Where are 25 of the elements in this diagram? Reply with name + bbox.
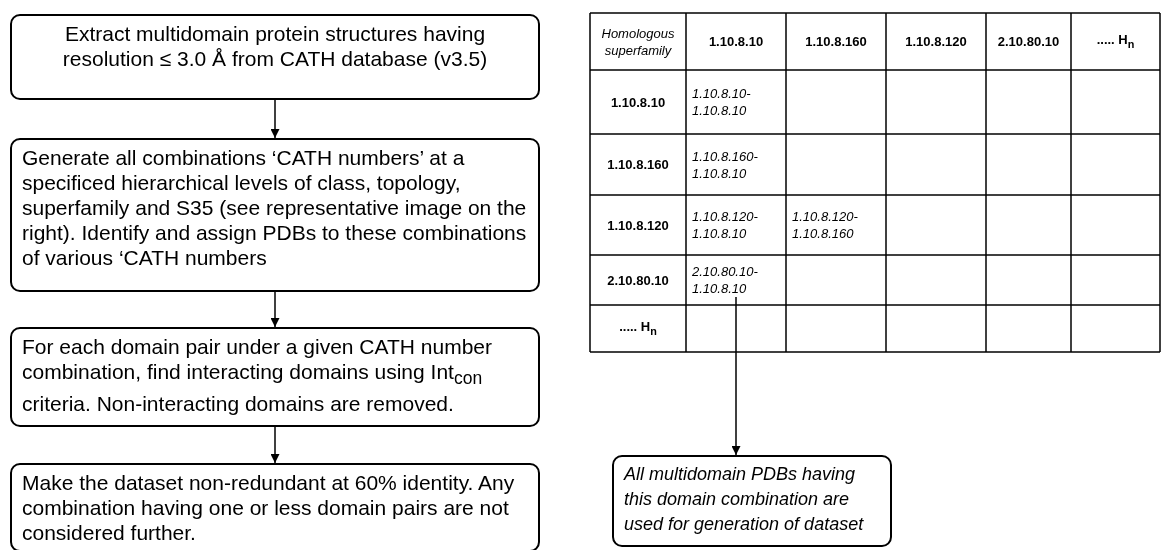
process-box: All multidomain PDBs having this domain combination are used for generation of dataset bbox=[612, 455, 892, 547]
column-header: 2.10.80.10 bbox=[996, 33, 1061, 50]
column-header: ..... H$_{n}$ bbox=[1095, 30, 1136, 52]
arrow bbox=[270, 426, 280, 464]
column-header: 1.10.8.160 bbox=[804, 33, 868, 50]
arrow bbox=[270, 291, 280, 328]
row-header: 1.10.8.120 bbox=[606, 216, 670, 234]
table-entry: 1.10.8.10- 1.10.8.10 bbox=[691, 85, 752, 119]
process-box: Extract multidomain protein structures having resolution ≤ 3.0 Å from CATH database (v3.5) bbox=[10, 14, 540, 100]
arrow bbox=[270, 99, 280, 139]
row-header: 2.10.80.10 bbox=[606, 271, 670, 289]
table-entry: 1.10.8.120- 1.10.8.10 bbox=[691, 208, 759, 242]
process-box: Generate all combinations ‘CATH numbers’ at a specificed hierarchical levels of class, topology, superfamily and S35 (see representative image on the right). Identify and assign PDBs to these combinations of various ‘CATH numbers bbox=[10, 138, 540, 292]
table-entry: 1.10.8.120- 1.10.8.160 bbox=[791, 208, 859, 242]
row-header: 1.10.8.10 bbox=[609, 93, 667, 111]
process-box: Make the dataset non-redundant at 60% identity. Any combination having one or less domain pairs are not considered further. bbox=[10, 463, 540, 550]
column-header: 1.10.8.10 bbox=[707, 33, 765, 50]
row-header: 1.10.8.160 bbox=[606, 156, 670, 173]
arrow bbox=[731, 296, 741, 456]
process-box: For each domain pair under a given CATH number combination, find interacting domains using Int$_{con}$ criteria. Non-interacting domains are removed. bbox=[10, 327, 540, 427]
table-entry: 1.10.8.160- 1.10.8.10 bbox=[691, 147, 759, 182]
table-corner-header: Homologous superfamily bbox=[600, 24, 676, 59]
column-header: 1.10.8.120 bbox=[904, 33, 968, 50]
row-header: ..... H$_{n}$ bbox=[618, 317, 658, 339]
table-entry: 2.10.80.10- 1.10.8.10 bbox=[686, 263, 786, 297]
